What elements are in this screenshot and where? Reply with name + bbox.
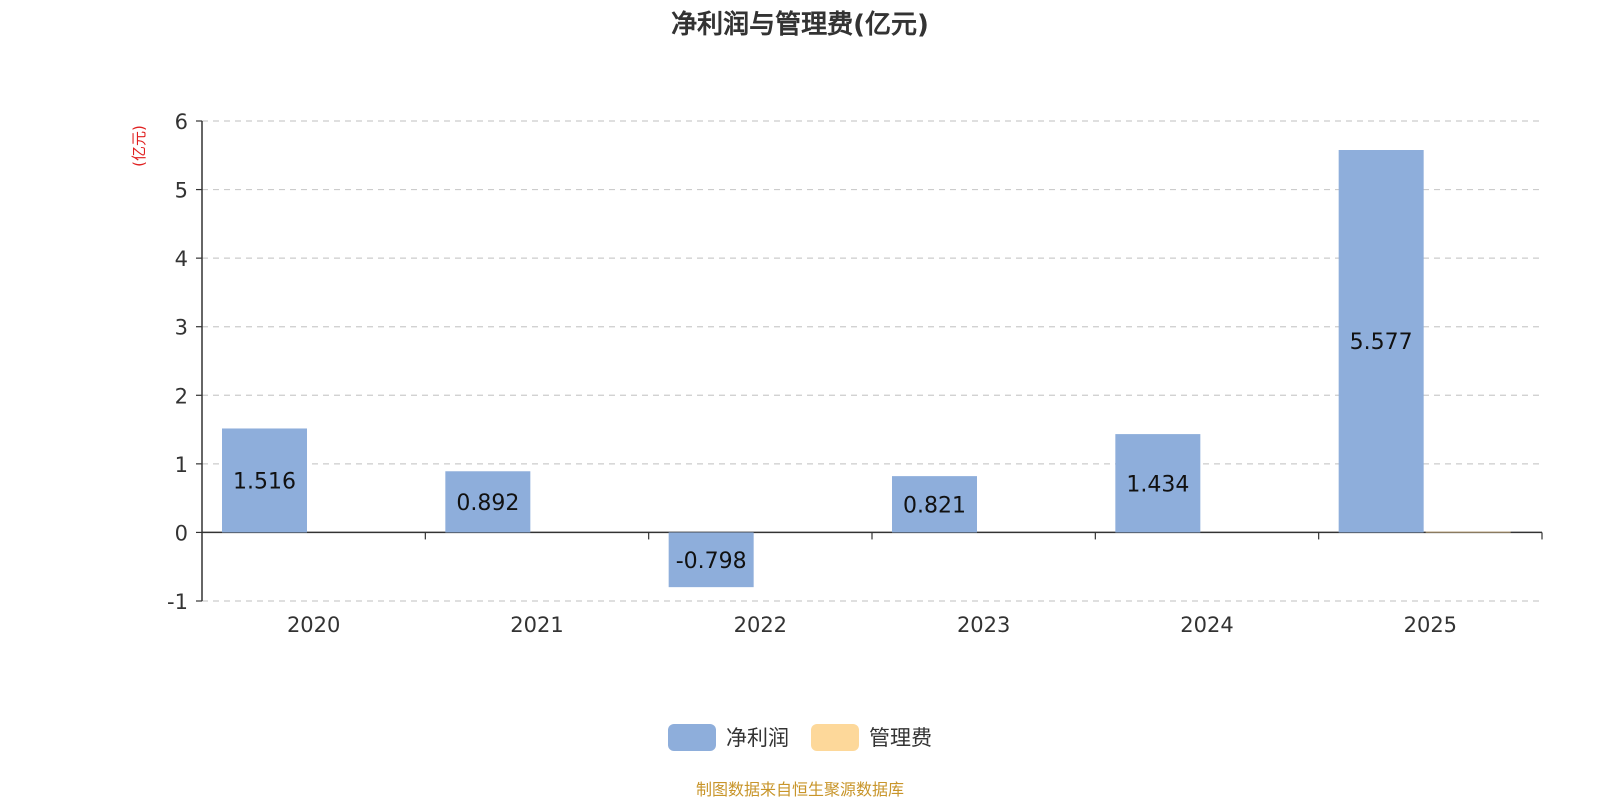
legend-swatch-admin-expense (811, 723, 859, 751)
legend: 净利润 管理费 (0, 722, 1600, 752)
x-tick-label: 2022 (734, 613, 787, 637)
bar-net-profit (668, 532, 754, 588)
y-tick-label: 3 (175, 316, 188, 340)
chart-title: 净利润与管理费(亿元) (671, 10, 929, 40)
data-label: 0.821 (903, 493, 966, 518)
legend-label-net-profit: 净利润 (726, 726, 789, 750)
y-tick-label: 2 (175, 384, 188, 408)
x-tick-label: 2021 (510, 613, 563, 637)
data-label: 1.516 (233, 469, 296, 494)
bar-net-profit (1115, 434, 1201, 533)
bar-net-profit (1338, 150, 1424, 533)
x-tick-label: 2024 (1180, 613, 1233, 637)
bar-net-profit (892, 476, 977, 533)
bar-net-profit (222, 428, 307, 533)
y-tick-label: 0 (175, 521, 188, 545)
source-note: 制图数据来自恒生聚源数据库 (695, 780, 904, 799)
data-label: 5.577 (1350, 330, 1413, 355)
x-tick-label: 2020 (287, 613, 340, 637)
bar-admin-expense (1425, 531, 1511, 533)
x-tick-label: 2025 (1404, 613, 1457, 637)
bar-net-profit (445, 471, 531, 533)
y-tick-label: 4 (175, 247, 188, 271)
legend-item-admin-expense[interactable]: 管理费 (811, 722, 932, 752)
y-axis-label: (亿元) (130, 125, 148, 167)
data-label: 1.434 (1126, 472, 1189, 497)
y-tick-label: 1 (175, 453, 188, 477)
y-tick-label: 5 (175, 179, 188, 203)
y-tick-label: -1 (167, 590, 188, 614)
legend-label-admin-expense: 管理费 (869, 726, 932, 750)
y-tick-label: 6 (175, 110, 188, 134)
legend-item-net-profit[interactable]: 净利润 (668, 722, 789, 752)
data-label: 0.892 (456, 491, 519, 516)
data-label: -0.798 (676, 549, 747, 574)
legend-swatch-net-profit (668, 723, 716, 751)
x-tick-label: 2023 (957, 613, 1010, 637)
